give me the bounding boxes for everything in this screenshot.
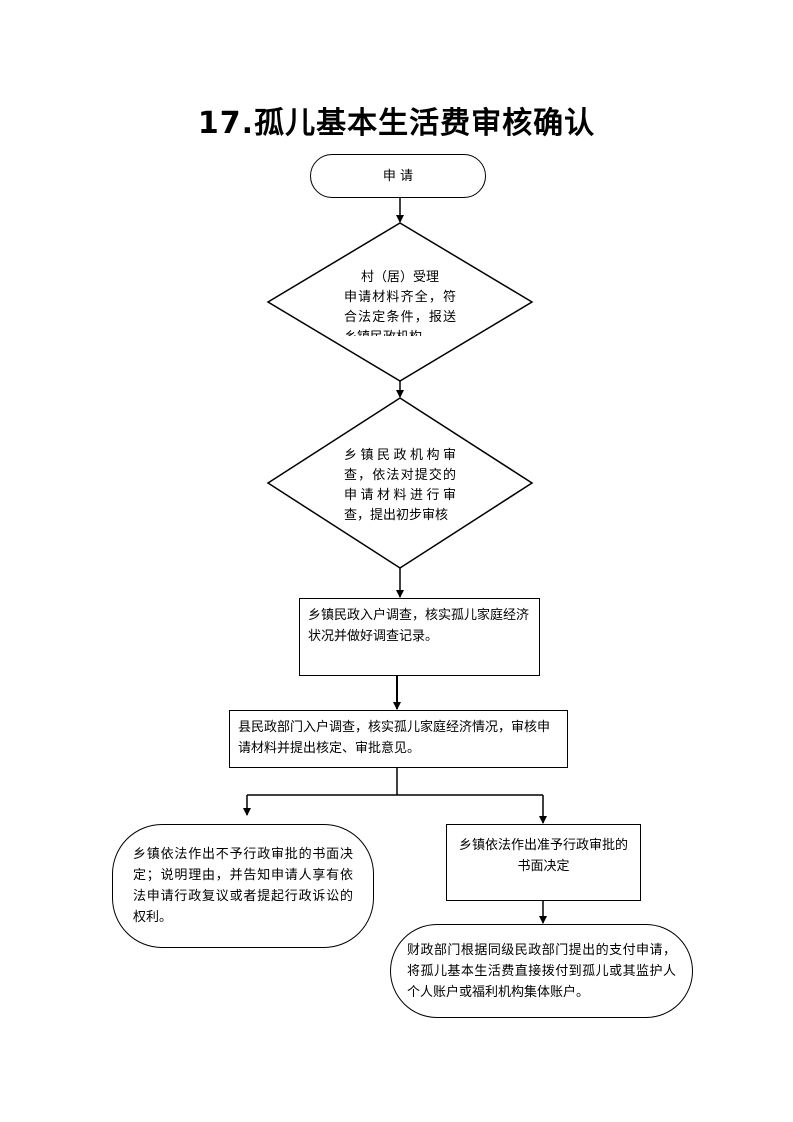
reject-label: 乡镇依法作出不予行政审批的书面决定；说明理由，并告知申请人享有依法申请行政复议或… [133, 847, 353, 925]
county-survey-label: 县民政部门入户调查，核实孤儿家庭经济情况，审核申请材料并提出核定、审批意见。 [238, 720, 551, 756]
node-county-survey: 县民政部门入户调查，核实孤儿家庭经济情况，审核申请材料并提出核定、审批意见。 [229, 710, 568, 768]
finance-label: 财政部门根据同级民政部门提出的支付申请，将孤儿基本生活费直接拨付到孤儿或其监护人… [407, 942, 676, 1000]
page-title: 17.孤儿基本生活费审核确认 [197, 106, 596, 141]
node-town-survey: 乡镇民政入户调查，核实孤儿家庭经济状况并做好调查记录。 [299, 598, 540, 676]
node-reject: 乡镇依法作出不予行政审批的书面决定；说明理由，并告知申请人享有依法申请行政复议或… [112, 824, 374, 948]
town-survey-label: 乡镇民政入户调查，核实孤儿家庭经济状况并做好调查记录。 [308, 608, 530, 644]
town-review-label: 乡镇民政机构审查，依法对提交的申请材料进行审查，提出初步审核 [344, 448, 456, 523]
village-accept-title: 村（居）受理 [360, 270, 439, 285]
node-town-review: 乡镇民政机构审查，依法对提交的申请材料进行审查，提出初步审核 [344, 446, 456, 523]
node-apply-label: 申 请 [382, 168, 414, 184]
node-finance: 财政部门根据同级民政部门提出的支付申请，将孤儿基本生活费直接拨付到孤儿或其监护人… [390, 924, 693, 1018]
node-approve: 乡镇依法作出准予行政审批的书面决定 [446, 824, 641, 901]
node-apply: 申 请 [310, 154, 486, 198]
approve-label: 乡镇依法作出准予行政审批的书面决定 [458, 838, 628, 874]
